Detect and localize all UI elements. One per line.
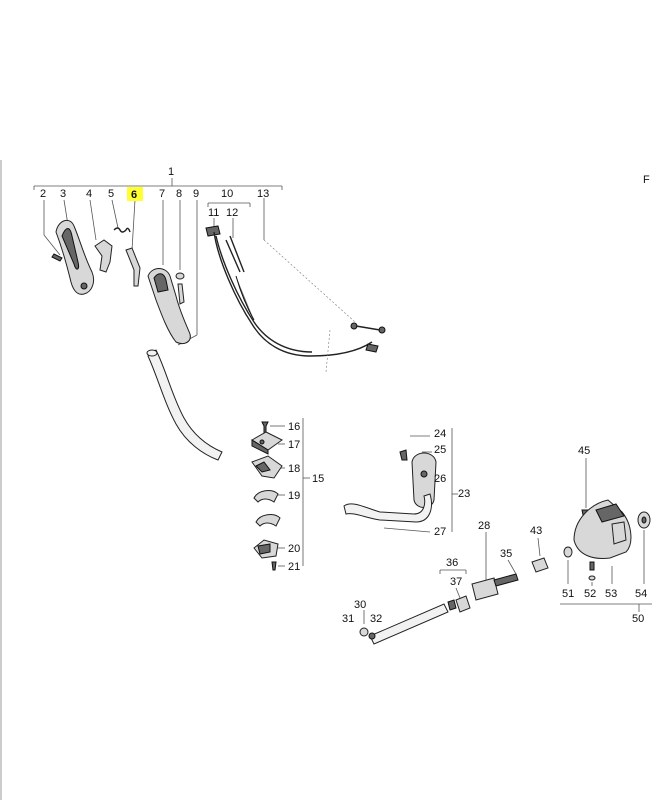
label-31: 31	[342, 613, 354, 625]
label-4: 4	[86, 188, 92, 200]
part-screw-2	[51, 253, 63, 262]
part-bolt-31-32	[359, 610, 376, 640]
label-35: 35	[500, 548, 512, 560]
part-gear-housing-53	[573, 499, 632, 584]
label-9: 9	[193, 188, 199, 200]
label-10: 10	[221, 188, 233, 200]
label-16: 16	[288, 421, 300, 433]
part-oring-51	[563, 546, 573, 584]
label-24: 24	[434, 428, 446, 440]
part-trigger-4	[94, 239, 113, 273]
label-26: 26	[434, 473, 446, 485]
label-43: 43	[530, 525, 542, 537]
part-clamp-18	[251, 455, 283, 479]
part-lever-6	[125, 247, 141, 287]
label-28: 28	[478, 520, 490, 532]
part-screw-21	[271, 561, 277, 571]
label-1: 1	[168, 166, 174, 178]
label-18: 18	[288, 463, 300, 475]
label-52: 52	[584, 588, 596, 600]
label-12: 12	[226, 207, 238, 219]
label-45: 45	[578, 445, 590, 457]
label-25: 25	[434, 444, 446, 456]
highlight-box-label-6	[127, 187, 143, 201]
label-50: 50	[632, 613, 644, 625]
label-19: 19	[288, 490, 300, 502]
part-bushing-37	[447, 587, 471, 613]
part-spring-5	[113, 227, 131, 233]
part-clamp-cap-17	[251, 431, 283, 455]
label-f-edge: F	[643, 174, 650, 186]
label-53: 53	[605, 588, 617, 600]
label-3: 3	[60, 188, 66, 200]
label-23: 23	[458, 488, 470, 500]
label-6: 6	[131, 189, 137, 201]
bracket-group-36	[439, 569, 467, 574]
part-handle-7	[147, 268, 191, 345]
part-washer-54	[637, 511, 651, 584]
part-sleeve-lower	[255, 514, 281, 527]
label-5: 5	[108, 188, 114, 200]
label-2: 2	[40, 188, 46, 200]
part-bent-tube-9	[146, 349, 223, 461]
label-36: 36	[446, 557, 458, 569]
part-screw-24	[399, 449, 408, 461]
part-main-tube-30	[369, 603, 449, 645]
label-32: 32	[370, 613, 382, 625]
label-54: 54	[635, 588, 647, 600]
label-27: 27	[434, 526, 446, 538]
part-cable-assembly-13	[205, 225, 386, 373]
label-15: 15	[312, 473, 324, 485]
part-drive-shaft-28	[471, 532, 519, 601]
label-8: 8	[176, 188, 182, 200]
label-7: 7	[159, 188, 165, 200]
part-connector-35	[507, 559, 517, 575]
part-loop-handle-27	[343, 493, 432, 523]
label-37: 37	[450, 576, 462, 588]
part-clamp-20	[253, 539, 279, 559]
label-21: 21	[288, 561, 300, 573]
bracket-group-1	[33, 178, 283, 207]
label-11: 11	[208, 207, 219, 219]
label-13: 13	[257, 188, 269, 200]
label-20: 20	[288, 543, 300, 555]
part-sleeve-19	[253, 490, 279, 503]
label-17: 17	[288, 439, 300, 451]
bracket-group-50	[560, 603, 652, 612]
label-30: 30	[354, 599, 366, 611]
part-block-43	[531, 537, 549, 573]
label-51: 51	[562, 588, 574, 600]
bracket-group-23	[383, 428, 458, 533]
part-nut-8	[175, 272, 185, 305]
part-handle-housing-3	[55, 219, 95, 295]
part-grip-26	[411, 452, 437, 508]
part-pin-52	[588, 561, 596, 586]
